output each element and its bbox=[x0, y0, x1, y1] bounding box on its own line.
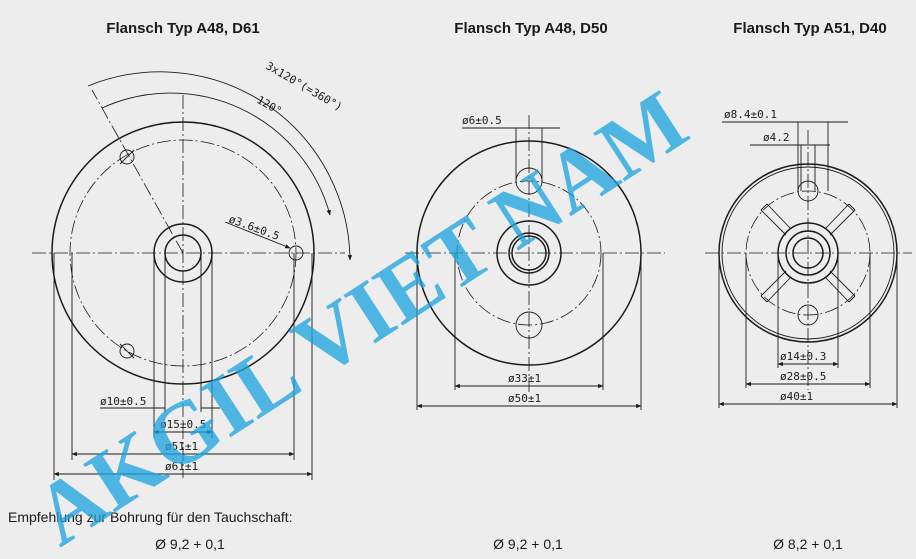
flange-2-bore bbox=[511, 235, 547, 271]
flange-1-dim-51: ø51±1 bbox=[165, 440, 198, 453]
flange-2-dim-50: ø50±1 bbox=[508, 392, 541, 405]
flange-2-bore: Ø 9,2 + 0,1 bbox=[493, 536, 563, 552]
flange-a48-d61: Flansch Typ A48, D61 3x120°(=360°) 120° … bbox=[32, 20, 353, 480]
flange-3-dim-42: ø4.2 bbox=[763, 131, 790, 144]
flange-3-dim-14: ø14±0.3 bbox=[780, 350, 826, 363]
flange-3-bore: Ø 8,2 + 0,1 bbox=[773, 536, 843, 552]
flange-2-dim-6: ø6±0.5 bbox=[462, 114, 502, 127]
flange-2-title: Flansch Typ A48, D50 bbox=[454, 20, 607, 37]
flange-a48-d50: Flansch Typ A48, D50 ø6±0.5 ø33±1 ø50±1 bbox=[405, 20, 665, 410]
flange-1-angle-arc-inner bbox=[101, 92, 331, 216]
flange-3-bore bbox=[792, 237, 824, 269]
flange-3-outer-circle-inner bbox=[721, 166, 895, 340]
flange-1-angle-arc-outer bbox=[87, 71, 353, 261]
flange-1-hole-bottom-cross bbox=[119, 343, 135, 359]
flange-1-title: Flansch Typ A48, D61 bbox=[106, 20, 259, 37]
flange-a51-d40: Flansch Typ A51, D40 ø8 bbox=[705, 20, 912, 408]
flange-1-hole-top-cross bbox=[119, 149, 135, 165]
flange-2-hub-inner bbox=[508, 232, 550, 274]
flange-1-outer-circle bbox=[51, 121, 315, 385]
flange-1-dim-10: ø10±0.5 bbox=[100, 395, 146, 408]
flange-2-pitch-circle bbox=[456, 180, 602, 326]
flange-1-hole-top bbox=[119, 149, 135, 165]
flange-3-hub-mid bbox=[785, 230, 831, 276]
flange-1-dim-61: ø61±1 bbox=[165, 460, 198, 473]
flange-3-dim-40: ø40±1 bbox=[780, 390, 813, 403]
flange-1-hole-label: ø3.6±0.5 bbox=[227, 213, 281, 243]
recommendation-label: Empfehlung zur Bohrung für den Tauchscha… bbox=[8, 509, 293, 525]
flange-3-title: Flansch Typ A51, D40 bbox=[733, 20, 886, 37]
flange-3-dim-84: ø8.4±0.1 bbox=[724, 108, 777, 121]
flange-1-dim-15: ø15±0.5 bbox=[160, 418, 206, 431]
flange-1-hole-leader bbox=[224, 221, 291, 249]
flange-1-angle-ray bbox=[91, 89, 184, 254]
flange-1-angle-label: 120° bbox=[255, 93, 284, 118]
flange-1-bore: Ø 9,2 + 0,1 bbox=[155, 536, 225, 552]
flange-1-hole-bottom bbox=[119, 343, 135, 359]
flange-3-dim-28: ø28±0.5 bbox=[780, 370, 826, 383]
flange-2-hub-outer bbox=[496, 220, 562, 286]
flange-1-hole-right bbox=[288, 245, 304, 261]
flange-3-hole-bottom bbox=[797, 304, 819, 326]
flange-3-ribs bbox=[760, 203, 856, 303]
watermark: AKGIL VIET NAM bbox=[18, 72, 704, 559]
flange-1-pitch-circle bbox=[69, 139, 297, 367]
flange-2-dim-33: ø33±1 bbox=[508, 372, 541, 385]
flange-2-hole-bottom bbox=[515, 311, 543, 339]
